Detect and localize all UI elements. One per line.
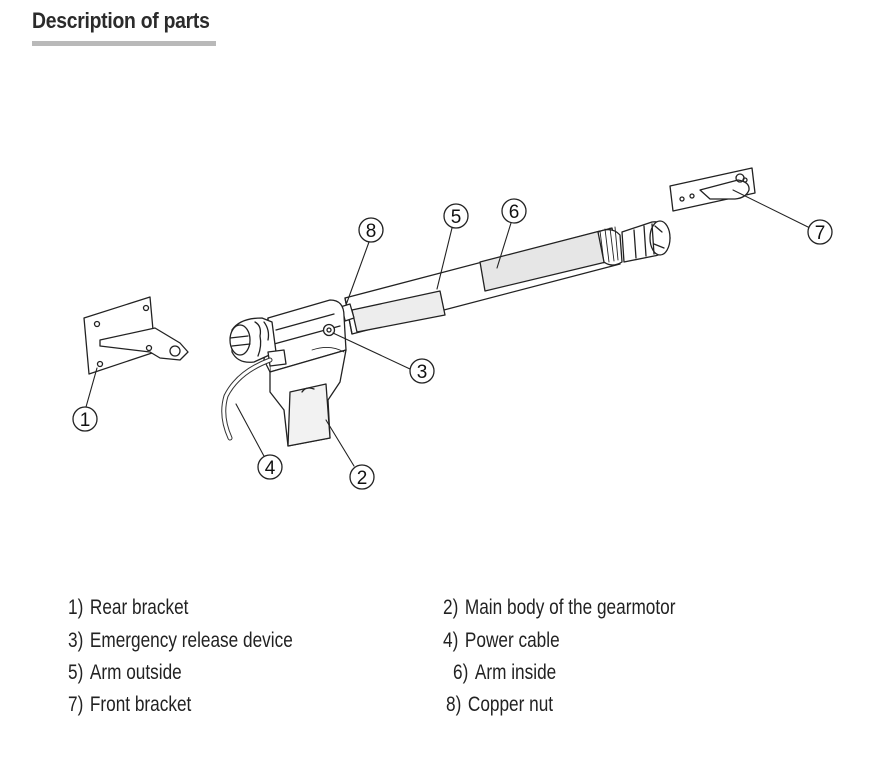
callout-3: 3 bbox=[409, 358, 435, 384]
legend-label: Arm inside bbox=[474, 661, 557, 684]
legend-label: Arm outside bbox=[89, 661, 182, 684]
legend-item-emergency-release: 3)Emergency release device bbox=[68, 629, 293, 653]
rear-bracket bbox=[83, 296, 189, 375]
title-underline bbox=[32, 41, 216, 46]
legend-item-power-cable: 4)Power cable bbox=[443, 629, 560, 653]
callout-label-3: 3 bbox=[417, 362, 428, 383]
legend-item-main-body: 2)Main body of the gearmotor bbox=[443, 596, 675, 620]
legend-item-copper-nut: 8)Copper nut bbox=[446, 693, 553, 717]
arm-tubes bbox=[344, 226, 623, 335]
callout-7: 7 bbox=[807, 219, 833, 245]
legend-num: 2) bbox=[443, 596, 459, 619]
page-title: Description of parts bbox=[32, 8, 210, 33]
callout-label-7: 7 bbox=[815, 223, 826, 244]
callout-2: 2 bbox=[349, 464, 375, 490]
power-cable bbox=[221, 349, 287, 441]
callout-label-2: 2 bbox=[357, 468, 368, 489]
callout-1: 1 bbox=[72, 406, 98, 432]
legend-item-arm-outside: 5)Arm outside bbox=[68, 661, 182, 685]
legend-item-rear-bracket: 1)Rear bracket bbox=[68, 596, 188, 620]
callout-label-1: 1 bbox=[80, 410, 91, 431]
legend-num: 3) bbox=[68, 629, 84, 652]
callout-6: 6 bbox=[501, 198, 527, 224]
legend-label: Main body of the gearmotor bbox=[464, 596, 676, 619]
legend-label: Copper nut bbox=[467, 693, 554, 716]
leader-lines bbox=[85, 189, 811, 467]
emergency-release-device bbox=[322, 323, 336, 337]
callouts: 1 2 3 4 5 6 7 8 bbox=[72, 198, 833, 490]
front-bracket bbox=[669, 167, 756, 212]
callout-4: 4 bbox=[257, 454, 283, 480]
callout-label-6: 6 bbox=[509, 202, 520, 223]
callout-5: 5 bbox=[443, 203, 469, 229]
gearmotor-body bbox=[263, 299, 347, 447]
legend-num: 4) bbox=[443, 629, 459, 652]
legend-item-front-bracket: 7)Front bracket bbox=[68, 693, 191, 717]
legend-num: 8) bbox=[446, 693, 462, 716]
callout-8: 8 bbox=[358, 217, 384, 243]
legend-label: Emergency release device bbox=[89, 629, 293, 652]
legend-num: 1) bbox=[68, 596, 84, 619]
legend-label: Front bracket bbox=[89, 693, 192, 716]
gearmotor-diagram: 1 2 3 4 5 6 7 8 bbox=[72, 167, 833, 490]
legend-label: Power cable bbox=[464, 629, 560, 652]
legend-num: 6) bbox=[453, 661, 469, 684]
callout-label-5: 5 bbox=[451, 207, 462, 228]
legend-item-arm-inside: 6)Arm inside bbox=[453, 661, 556, 685]
callout-label-4: 4 bbox=[265, 458, 276, 479]
legend-num: 7) bbox=[68, 693, 84, 716]
front-end-fitting bbox=[621, 220, 671, 263]
legend-label: Rear bracket bbox=[89, 596, 189, 619]
legend-num: 5) bbox=[68, 661, 84, 684]
callout-label-8: 8 bbox=[366, 221, 377, 242]
